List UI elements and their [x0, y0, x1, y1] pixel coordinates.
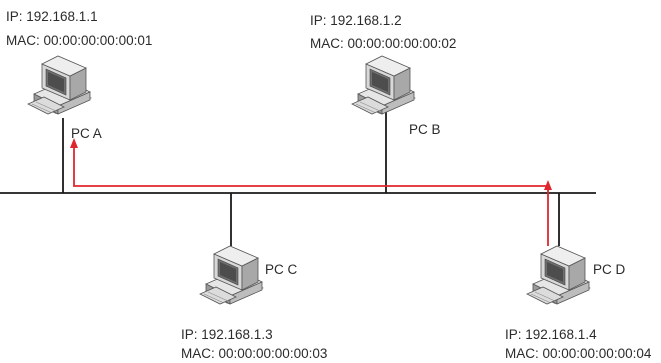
pc-d: PC D IP: 192.168.1.4 MAC: 00:00:00:00:00… — [505, 245, 652, 361]
pc-a-name: PC A — [71, 126, 102, 141]
pc-d-name: PC D — [593, 262, 626, 277]
pc-b-name: PC B — [409, 122, 441, 137]
pc-c: PC C IP: 192.168.1.3 MAC: 00:00:00:00:00… — [181, 245, 327, 361]
pc-d-ip: IP: 192.168.1.4 — [505, 327, 597, 342]
pc-b: IP: 192.168.1.2 MAC: 00:00:00:00:00:02 P… — [310, 13, 456, 137]
pc-c-ip: IP: 192.168.1.3 — [181, 327, 273, 342]
pc-a: IP: 192.168.1.1 MAC: 00:00:00:00:00:01 P… — [6, 9, 152, 141]
desktop-computer-icon — [27, 55, 93, 115]
desktop-computer-icon — [351, 55, 417, 115]
pc-b-mac: MAC: 00:00:00:00:00:02 — [310, 36, 456, 51]
pc-b-ip: IP: 192.168.1.2 — [310, 13, 402, 28]
pc-c-mac: MAC: 00:00:00:00:00:03 — [181, 346, 327, 361]
pc-c-name: PC C — [265, 262, 298, 277]
traffic-path — [70, 138, 552, 246]
desktop-computer-icon — [199, 245, 265, 305]
traffic-path-line — [73, 148, 549, 246]
pc-a-ip: IP: 192.168.1.1 — [6, 9, 98, 24]
arrowhead-icon — [70, 138, 78, 148]
pc-d-mac: MAC: 00:00:00:00:00:04 — [505, 346, 652, 361]
pc-a-mac: MAC: 00:00:00:00:00:01 — [6, 33, 152, 48]
arrowhead-icon — [544, 180, 552, 190]
desktop-computer-icon — [526, 245, 592, 305]
